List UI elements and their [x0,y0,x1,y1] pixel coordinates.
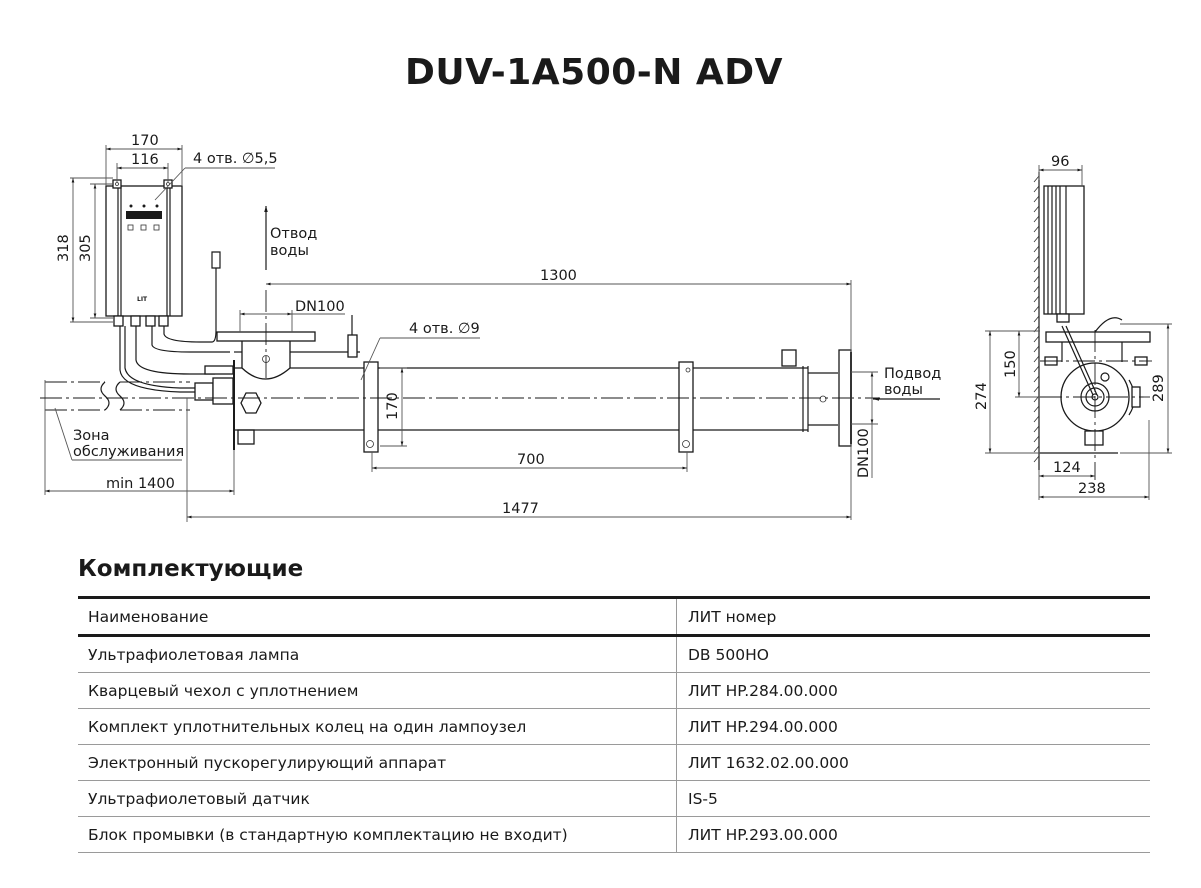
component-name: Ультрафиолетовая лампа [78,635,677,673]
water-outlet-label-1: Отвод [270,226,317,242]
button-icon [127,224,134,231]
side-view [1033,172,1152,480]
side-view-dimensions: 96 274 150 289 124 238 [974,154,1172,500]
reactor-dimensions: Отвод воды 1300 DN100 4 отв. ∅9 170 700 … [45,206,941,522]
component-part-number: ЛИТ HP.284.00.000 [676,672,1150,709]
table-row: Блок промывки (в стандартную комплектаци… [78,816,1150,853]
dim-1477-label: 1477 [502,501,539,517]
column-header-name: Наименование [78,597,677,637]
dim-116-label: 116 [131,152,159,168]
water-inlet-label-1: Подвод [884,366,941,382]
dim-318-label: 318 [56,234,72,262]
dim-238-label: 238 [1078,481,1106,497]
display-icon [126,211,162,219]
table-header-row: Наименование ЛИТ номер [78,597,1150,637]
page-title: DUV-1A500-N ADV [404,52,784,93]
table-row: Ультрафиолетовая лампа DB 500HO [78,635,1150,673]
service-zone-label-1: Зона [73,428,110,444]
flange-top-label: DN100 [295,299,345,315]
component-name: Блок промывки (в стандартную комплектаци… [78,816,677,853]
dim-170-label: 170 [131,133,159,149]
dim-96-label: 96 [1051,154,1069,170]
dim-700-label: 700 [517,452,545,468]
button-icon [140,224,147,231]
table-row: Комплект уплотнительных колец на один ла… [78,708,1150,745]
component-name: Кварцевый чехол с уплотнением [78,672,677,709]
component-name: Ультрафиолетовый датчик [78,780,677,817]
controller-unit: LIT [105,179,230,393]
component-part-number: ЛИТ HP.294.00.000 [676,708,1150,745]
column-header-part-number: ЛИТ номер [676,597,1150,637]
dim-305-label: 305 [78,234,94,262]
reactor-body [40,290,880,495]
service-zone-label-2: обслуживания [73,444,184,460]
button-icon [153,224,160,231]
controller-holes-label: 4 отв. ∅5,5 [193,151,278,167]
dim-170-diameter-label: 170 [385,392,401,420]
dim-min-1400-label: min 1400 [106,476,175,492]
table-row: Ультрафиолетовый датчик IS-5 [78,780,1150,817]
table-row: Электронный пускорегулирующий аппарат ЛИ… [78,744,1150,781]
dim-289-label: 289 [1151,374,1167,402]
component-part-number: ЛИТ HP.293.00.000 [676,816,1150,853]
dim-124-label: 124 [1053,460,1081,476]
dim-1300-label: 1300 [540,268,577,284]
component-part-number: ЛИТ 1632.02.00.000 [676,744,1150,781]
dim-150-label: 150 [1003,350,1019,378]
component-part-number: DB 500HO [676,635,1150,673]
water-outlet-label-2: воды [270,243,309,259]
technical-drawing: LIT 170 116 4 отв. ∅5,5 318 30 [40,133,1172,522]
component-part-number: IS-5 [676,780,1150,817]
dim-274-label: 274 [974,382,990,410]
clamp-holes-label: 4 отв. ∅9 [409,321,480,337]
components-section-title: Комплектующие [78,556,304,582]
controller-brand: LIT [137,296,148,303]
controller-dimensions: 170 116 4 отв. ∅5,5 318 305 [56,133,278,323]
water-inlet-label-2: воды [884,382,923,398]
component-name: Комплект уплотнительных колец на один ла… [78,708,677,745]
component-name: Электронный пускорегулирующий аппарат [78,744,677,781]
flange-right-label: DN100 [856,428,872,478]
table-row: Кварцевый чехол с уплотнением ЛИТ HP.284… [78,672,1150,709]
components-table: Наименование ЛИТ номер Ультрафиолетовая … [78,596,1150,853]
